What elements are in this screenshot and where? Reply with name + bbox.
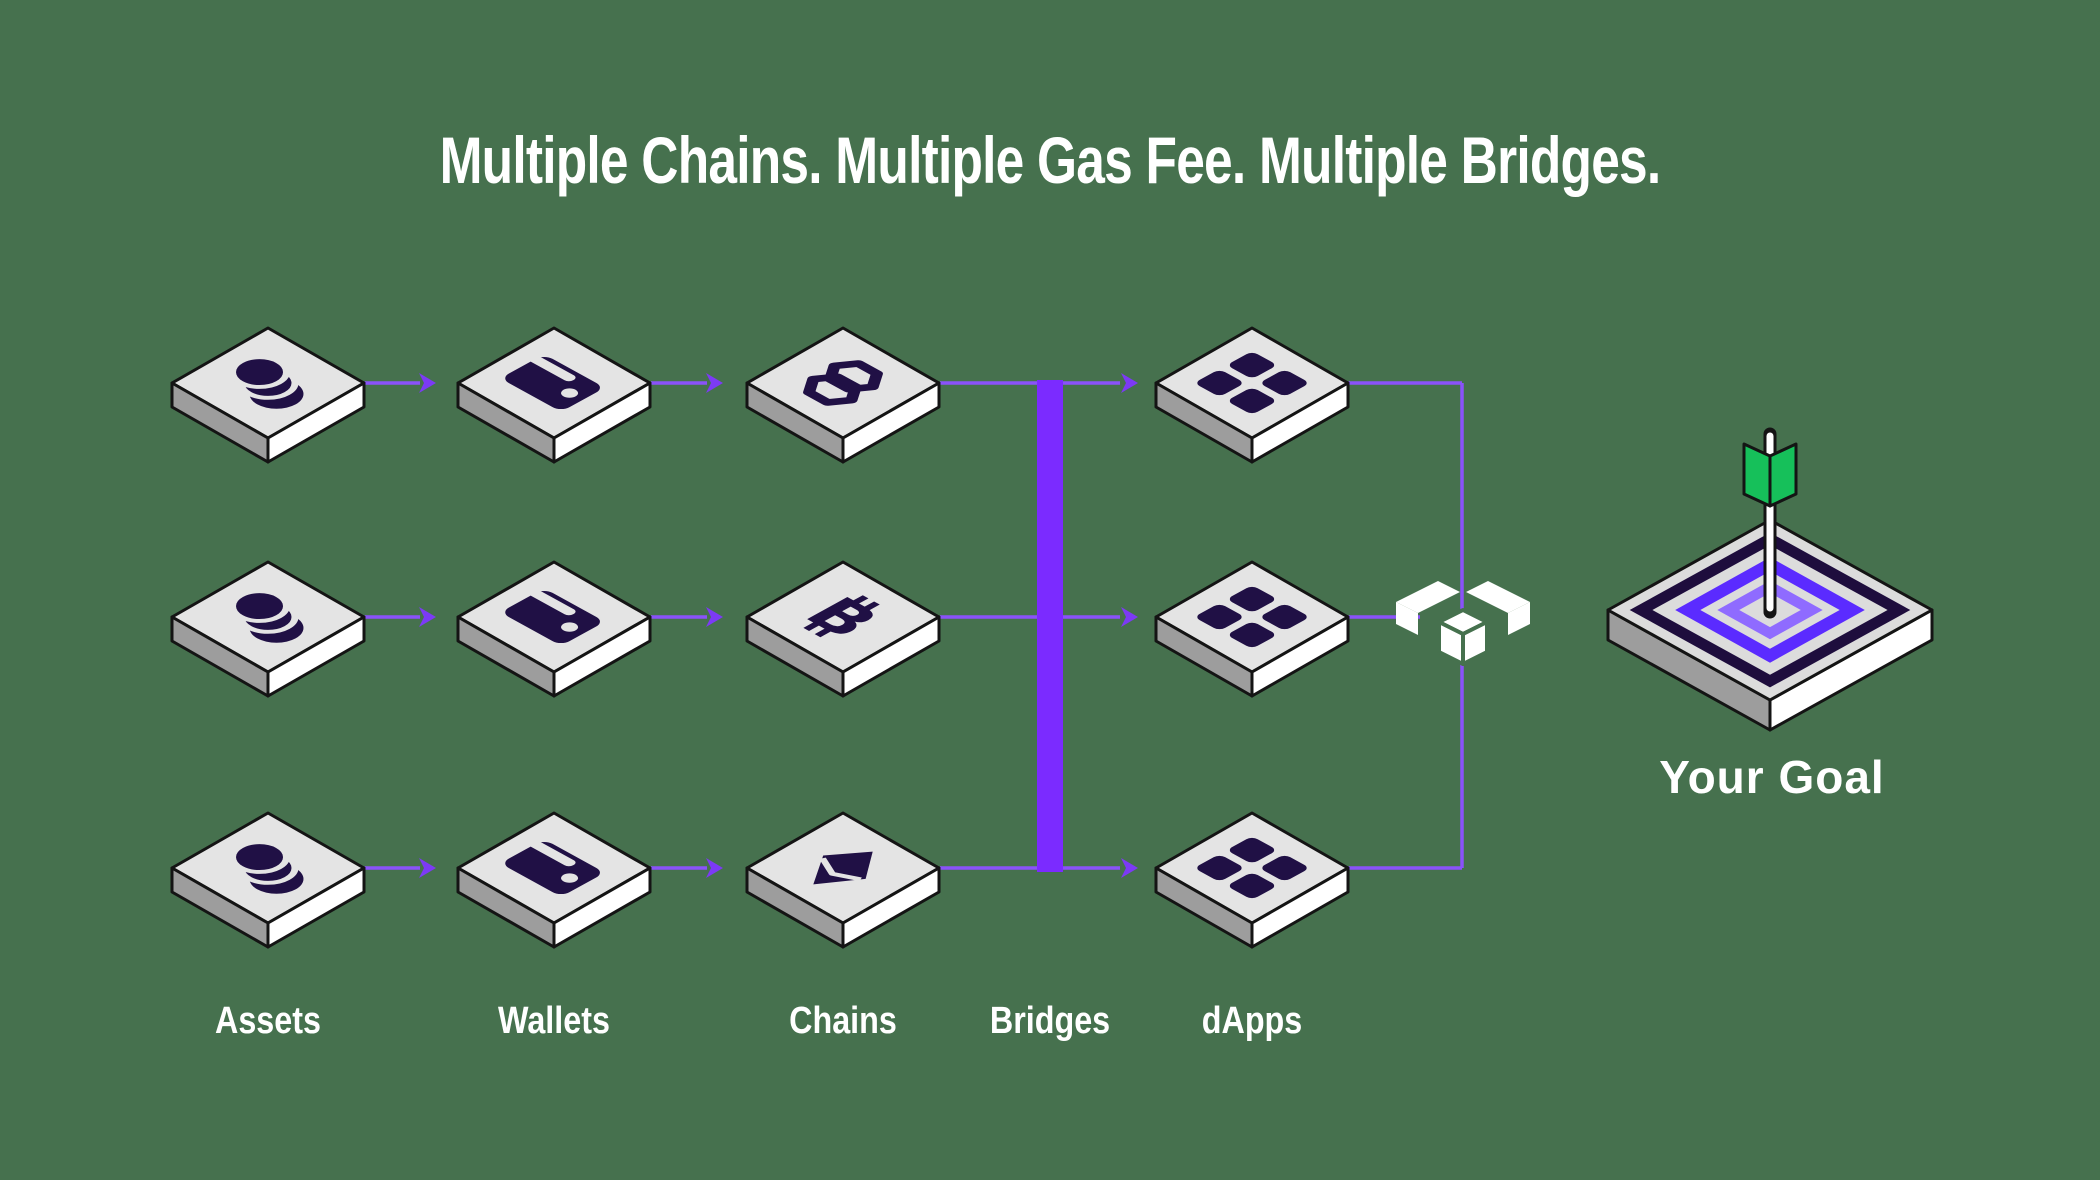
asset-tile-row1 <box>170 326 366 464</box>
page-title: Multiple Chains. Multiple Gas Fee. Multi… <box>439 123 1662 197</box>
chain-tile-bitcoin <box>745 560 941 698</box>
column-label-dapps: dApps <box>1201 1000 1303 1042</box>
dart-target-icon <box>1606 427 1934 732</box>
asset-tile-row2 <box>170 560 366 698</box>
arrowheads <box>419 373 1138 878</box>
wallet-tile-row1 <box>456 326 652 464</box>
wallet-tile-row2 <box>456 560 652 698</box>
column-label-bridges: Bridges <box>989 1000 1111 1042</box>
dapp-tile-row3 <box>1154 811 1350 949</box>
column-label-assets: Assets <box>215 1000 321 1042</box>
chain-tile-polygon <box>745 326 941 464</box>
flow-lines <box>364 381 1464 870</box>
asset-tile-row3 <box>170 811 366 949</box>
bridge-bar <box>1037 380 1063 872</box>
column-label-chains: Chains <box>789 1000 897 1042</box>
iso-tile <box>745 326 941 464</box>
chain-tile-ethereum <box>745 811 941 949</box>
package-cube-icon <box>1396 581 1530 666</box>
dapp-tile-row1 <box>1154 326 1350 464</box>
wallet-tile-row3 <box>456 811 652 949</box>
dapp-tile-row2 <box>1154 560 1350 698</box>
goal-label: Your Goal <box>1659 751 1885 803</box>
column-label-wallets: Wallets <box>498 1000 610 1042</box>
